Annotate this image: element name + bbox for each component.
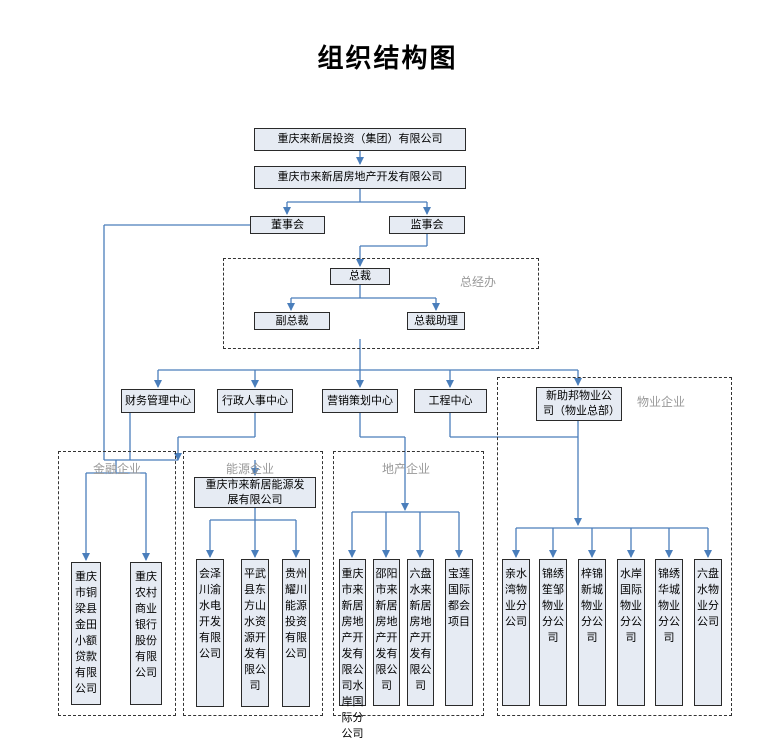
realestate-company-box: 重庆市来新居房地产开发有限公司水岸国际分公司	[339, 559, 366, 740]
finance-company-box: 重庆市铜梁县金田小额贷款有限公司	[71, 562, 101, 705]
center-engineering-box: 工程中心	[414, 389, 487, 413]
property-company-box: 梓锦新城物业分公司	[578, 559, 606, 706]
property-group-label: 物业企业	[637, 395, 686, 409]
realestate-group-frame	[333, 451, 484, 716]
property-group-frame	[497, 377, 732, 716]
finance-group-label: 金融企业	[93, 462, 142, 476]
property-hq-box: 新助邦物业公司（物业总部）	[536, 387, 622, 421]
exec-office-label: 总经办	[460, 275, 497, 289]
exec-office-frame	[223, 258, 539, 349]
realestate-company-box: 邵阳市来新居房地产开发有限公司	[373, 559, 400, 706]
energy-hq-box: 重庆市来新居能源发展有限公司	[194, 477, 316, 508]
center-marketing-box: 营销策划中心	[322, 389, 398, 413]
board-box: 董事会	[250, 216, 325, 234]
finance-group-frame	[58, 451, 176, 716]
property-company-box: 锦绣华城物业分公司	[655, 559, 683, 706]
vice-president-box: 副总裁	[254, 312, 330, 330]
energy-company-box: 平武县东方山水资源开发有限公司	[241, 559, 269, 707]
realestate-company-box: 六盘水来新居房地产开发有限公司	[407, 559, 434, 706]
page-title: 组织结构图	[317, 44, 458, 74]
property-company-box: 水岸国际物业分公司	[617, 559, 645, 706]
realestate-group-label: 地产企业	[382, 462, 431, 476]
realestate-dev-box: 重庆市来新居房地产开发有限公司	[254, 166, 466, 189]
property-company-box: 锦绣笙邹物业分公司	[539, 559, 567, 706]
energy-group-frame	[183, 451, 323, 716]
property-company-box: 六盘水物业分公司	[694, 559, 722, 706]
energy-group-label: 能源企业	[226, 462, 275, 476]
supervisors-box: 监事会	[389, 216, 465, 234]
realestate-company-box: 宝莲国际都会项目	[445, 559, 473, 706]
energy-company-box: 会泽川渝水电开发有限公司	[196, 559, 224, 707]
group-company-box: 重庆来新居投资（集团）有限公司	[254, 128, 466, 151]
center-finance-box: 财务管理中心	[121, 389, 195, 413]
finance-company-box: 重庆农村商业银行股份有限公司	[130, 562, 162, 705]
president-box: 总裁	[330, 268, 390, 285]
assistant-box: 总裁助理	[407, 312, 465, 330]
energy-company-box: 贵州耀川能源投资有限公司	[282, 559, 310, 707]
center-admin-box: 行政人事中心	[217, 389, 293, 413]
property-company-box: 亲水湾物业分公司	[502, 559, 530, 706]
